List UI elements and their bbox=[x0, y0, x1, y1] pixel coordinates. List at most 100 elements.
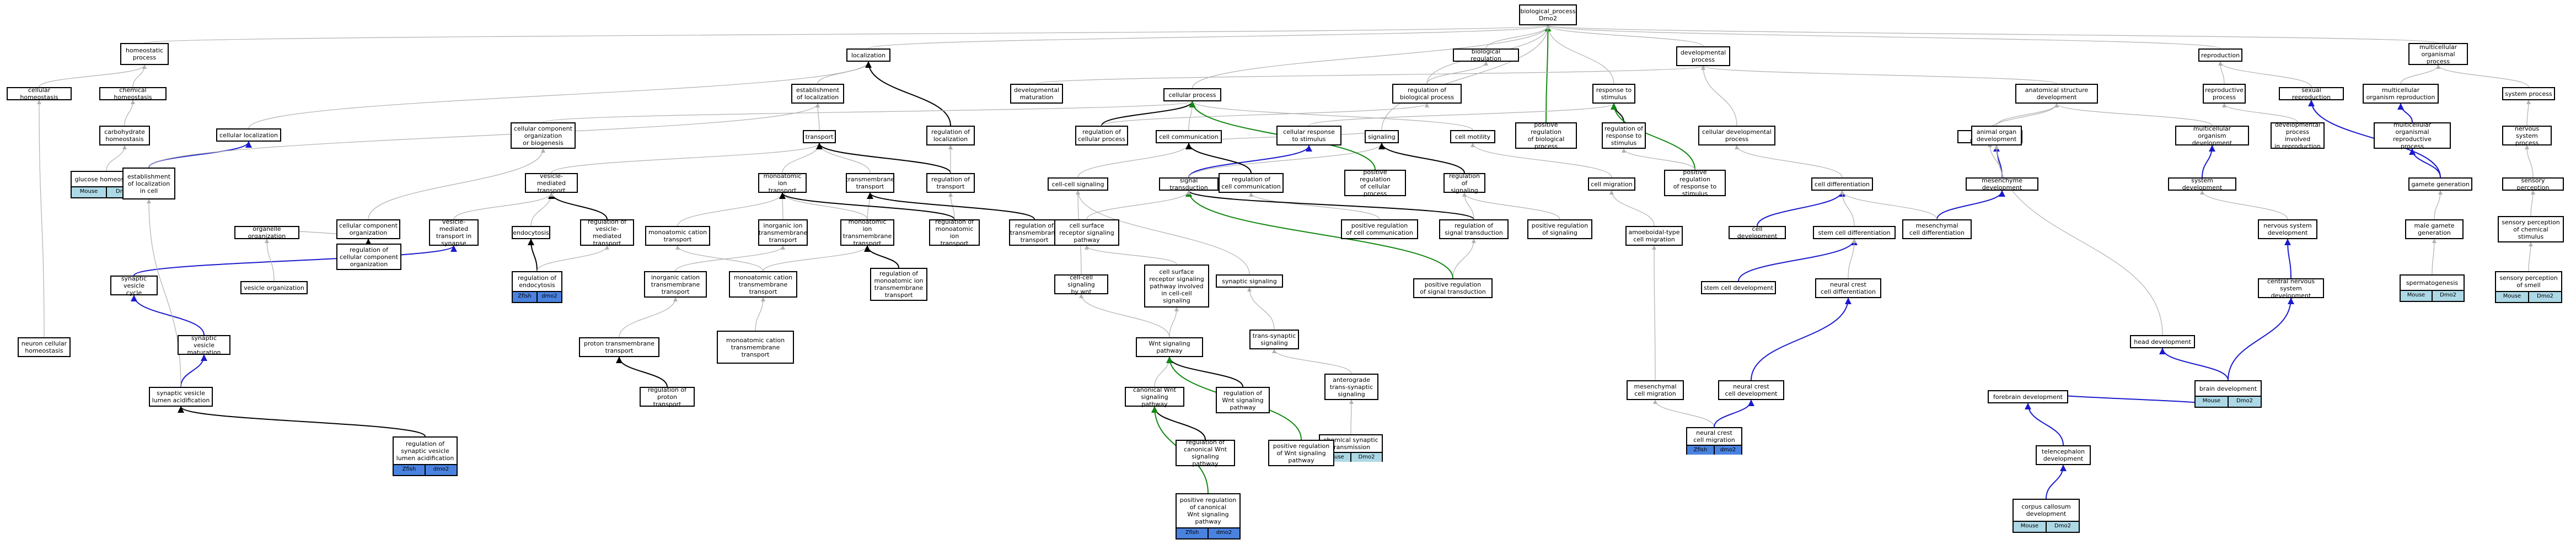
term-node-reg-proton[interactable]: regulation of proton transport bbox=[640, 386, 695, 408]
term-node-ana-dev[interactable]: anatomical structure development bbox=[2015, 84, 2098, 104]
term-node-dev-mat[interactable]: developmental maturation bbox=[1010, 84, 1063, 104]
term-node-reg-ccorg[interactable]: regulation of cellular component organiz… bbox=[336, 244, 401, 270]
term-node-pos-reg-bio[interactable]: positive regulation of biological proces… bbox=[1515, 121, 1577, 150]
term-node-mes-diff[interactable]: mesenchymal cell differentiation bbox=[1902, 219, 1972, 239]
term-node-endocytosis[interactable]: endocytosis bbox=[512, 226, 550, 239]
term-node-ccs-wnt[interactable]: cell-cell signaling by wnt bbox=[1054, 274, 1108, 295]
term-node-cell-dev[interactable]: cell development bbox=[1729, 225, 1786, 240]
term-node-mes-migration[interactable]: mesenchymal cell migration bbox=[1627, 380, 1684, 400]
term-node-sens-chem[interactable]: sensory perception of chemical stimulus bbox=[2498, 216, 2564, 242]
term-node-nc-diff[interactable]: neural crest cell differentiation bbox=[1815, 278, 1881, 298]
term-node-mesench-dev[interactable]: mesenchyme development bbox=[1966, 177, 2038, 191]
term-node-localization[interactable]: localization bbox=[846, 48, 890, 62]
term-node-mono-cation-tm2[interactable]: monoatomic cation transmembrane transpor… bbox=[717, 331, 794, 364]
term-node-mono-cation-tm[interactable]: monoatomic cation transmembrane transpor… bbox=[729, 271, 797, 298]
term-node-reg-syn-ves[interactable]: regulation of synaptic vesicle lumen aci… bbox=[393, 436, 458, 476]
term-node-homeo-proc[interactable]: homeostatic process bbox=[120, 43, 169, 65]
term-node-reg-trans[interactable]: regulation of transport bbox=[926, 173, 975, 193]
term-node-reg-mono-tm[interactable]: regulation of monoatomic ion transmembra… bbox=[870, 268, 927, 301]
term-node-reg-resp[interactable]: regulation of response to stimulus bbox=[1602, 122, 1646, 149]
term-node-pos-reg-resp[interactable]: positive regulation of response to stimu… bbox=[1664, 169, 1726, 197]
term-node-reg-cell[interactable]: regulation of cellular process bbox=[1075, 126, 1128, 145]
term-node-sig-trans[interactable]: signal transduction bbox=[1159, 177, 1219, 191]
term-node-multi-org[interactable]: multicellular organismal process bbox=[2408, 43, 2468, 65]
term-node-syn-sig[interactable]: synaptic signaling bbox=[1216, 274, 1283, 288]
term-node-nerv-dev[interactable]: nervous system development bbox=[2258, 219, 2317, 239]
term-node-pos-reg-canon[interactable]: positive regulation of canonical Wnt sig… bbox=[1176, 493, 1241, 539]
term-node-multi-dev[interactable]: multicellular organism development bbox=[2175, 125, 2249, 147]
term-node-syn-ves-lumen[interactable]: synaptic vesicle lumen acidification bbox=[149, 387, 213, 407]
term-node-multi-org-repro[interactable]: multicellular organismal reproductive pr… bbox=[2374, 121, 2451, 150]
term-node-antero[interactable]: anterograde trans-synaptic signaling bbox=[1324, 374, 1378, 400]
term-node-reg-st[interactable]: regulation of signal transduction bbox=[1439, 219, 1509, 239]
term-node-mono-ion[interactable]: monoatomic ion transport bbox=[758, 172, 807, 194]
term-node-canon-wnt[interactable]: canonical Wnt signaling pathway bbox=[1125, 386, 1184, 408]
term-node-reg-loc[interactable]: regulation of localization bbox=[926, 126, 975, 145]
term-node-sens-perc[interactable]: sensory perception bbox=[2502, 177, 2564, 191]
term-node-reg-ves[interactable]: regulation of vesicle-mediated transport bbox=[580, 218, 634, 247]
term-node-cell-loc[interactable]: cellular localization bbox=[216, 128, 281, 142]
term-node-wnt[interactable]: Wnt signaling pathway bbox=[1136, 337, 1203, 357]
term-node-chem-homeo[interactable]: chemical homeostasis bbox=[99, 87, 167, 101]
term-node-est-loc[interactable]: establishment of localization bbox=[791, 84, 844, 104]
term-node-proton-tm[interactable]: proton transmembrane transport bbox=[579, 337, 659, 357]
term-node-signaling[interactable]: signaling bbox=[1365, 130, 1399, 143]
term-node-repro-proc[interactable]: reproductive process bbox=[2203, 84, 2246, 104]
term-node-sex-repro[interactable]: sexual reproduction bbox=[2279, 87, 2344, 101]
term-node-cns-dev[interactable]: central nervous system development bbox=[2258, 278, 2324, 299]
term-node-est-loc-cell[interactable]: establishment of localization in cell bbox=[122, 168, 175, 199]
term-node-sys-dev[interactable]: system development bbox=[2168, 177, 2236, 191]
term-node-reg-cell-comm[interactable]: regulation of cell communication bbox=[1219, 173, 1284, 193]
term-node-reg-wnt[interactable]: regulation of Wnt signaling pathway bbox=[1216, 387, 1270, 413]
term-node-syn-ves-cycle[interactable]: synaptic vesicle cycle bbox=[110, 275, 158, 296]
term-node-multi-repro[interactable]: multicellular organism reproduction bbox=[2363, 84, 2439, 104]
term-node-dev-repro[interactable]: developmental process involved in reprod… bbox=[2271, 121, 2325, 150]
term-node-cell-dev-proc[interactable]: cellular developmental process bbox=[1698, 126, 1775, 145]
term-node-ves-trans[interactable]: vesicle-mediated transport bbox=[525, 172, 578, 194]
term-node-organelle-org[interactable]: organelle organization bbox=[234, 225, 299, 240]
term-node-pos-reg-wnt[interactable]: positive regulation of Wnt signaling pat… bbox=[1268, 440, 1334, 466]
term-node-animal-organ[interactable]: animal organ development bbox=[1971, 126, 2022, 145]
term-node-trans-syn[interactable]: trans-synaptic signaling bbox=[1249, 330, 1299, 349]
term-node-nc-dev[interactable]: neural crest cell development bbox=[1718, 380, 1784, 400]
term-node-cell-proc[interactable]: cellular process bbox=[1163, 88, 1221, 101]
term-node-bio-reg[interactable]: biological regulation bbox=[1453, 48, 1519, 62]
term-node-cell-migration[interactable]: cell migration bbox=[1588, 177, 1635, 191]
term-node-reg-bio[interactable]: regulation of biological process bbox=[1392, 84, 1462, 104]
term-node-pos-reg-cc[interactable]: positive regulation of cell communicatio… bbox=[1341, 219, 1418, 239]
term-node-reproduction[interactable]: reproduction bbox=[2198, 48, 2242, 62]
term-node-dev-proc[interactable]: developmental process bbox=[1676, 46, 1730, 66]
term-node-stem-dev[interactable]: stem cell development bbox=[1701, 281, 1776, 294]
term-node-cell-diff[interactable]: cell differentiation bbox=[1811, 177, 1873, 191]
term-node-inorg-ion[interactable]: inorganic ion transmembrane transport bbox=[758, 219, 808, 246]
term-node-gamete-gen[interactable]: gamete generation bbox=[2408, 177, 2472, 191]
term-node-cell-resp[interactable]: cellular response to stimulus bbox=[1276, 126, 1341, 145]
term-node-neuron-homeo[interactable]: neuron cellular homeostasis bbox=[18, 337, 71, 357]
term-node-reg-tm[interactable]: regulation of transmembrane transport bbox=[1009, 219, 1060, 246]
term-node-stem-diff[interactable]: stem cell differentiation bbox=[1813, 226, 1896, 239]
term-node-syn-ves-mat[interactable]: synaptic vesicle maturation bbox=[178, 334, 230, 356]
term-node-pos-reg-st[interactable]: positive regulation of signal transducti… bbox=[1413, 278, 1493, 298]
term-node-pos-reg-cell[interactable]: positive regulation of cellular process bbox=[1344, 169, 1406, 197]
term-node-ves-syn[interactable]: vesicle-mediated transport in synapse bbox=[429, 218, 479, 247]
term-node-head-dev[interactable]: head development bbox=[2130, 335, 2195, 348]
term-node-tm-trans[interactable]: transmembrane transport bbox=[846, 173, 894, 193]
term-node-amoeboid[interactable]: amoeboidal-type cell migration bbox=[1625, 226, 1683, 246]
term-node-transport[interactable]: transport bbox=[803, 130, 836, 143]
term-node-ccoa[interactable]: cellular component organization or bioge… bbox=[511, 122, 576, 149]
term-node-nerv-proc[interactable]: nervous system process bbox=[2502, 125, 2552, 147]
term-node-ccs[interactable]: cell-cell signaling bbox=[1048, 177, 1108, 191]
term-node-csr-cell[interactable]: cell surface receptor signaling pathway … bbox=[1144, 265, 1209, 307]
term-node-inorg-cation[interactable]: inorganic cation transmembrane transport bbox=[644, 271, 707, 298]
term-node-forebrain-dev[interactable]: forebrain development bbox=[1988, 390, 2068, 403]
term-node-ccorg[interactable]: cellular component organization bbox=[336, 219, 400, 239]
term-node-ves-org[interactable]: vesicle organization bbox=[240, 281, 308, 294]
term-node-csr[interactable]: cell surface receptor signaling pathway bbox=[1054, 219, 1119, 246]
term-node-mono-tm[interactable]: monoatomic ion transmembrane transport bbox=[840, 218, 894, 247]
term-node-bp[interactable]: biological_process Dmo2 bbox=[1519, 4, 1577, 25]
